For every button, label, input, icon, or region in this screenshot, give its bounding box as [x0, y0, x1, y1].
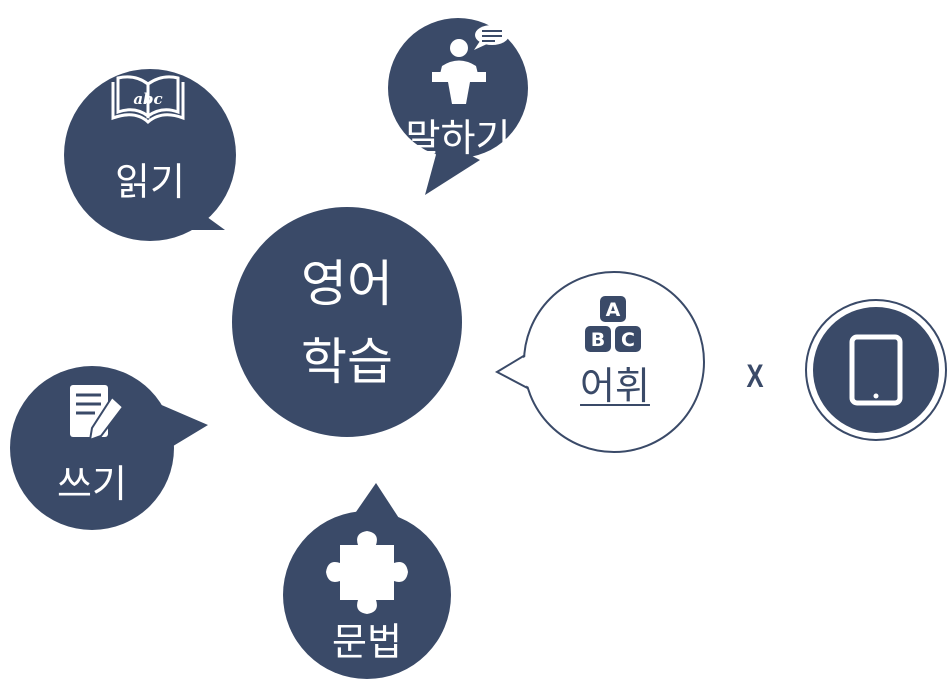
multiply-operator: X [746, 358, 764, 394]
speaking-label: 말하기 [405, 116, 511, 160]
speech-lines-icon [482, 30, 502, 42]
reading-bubble [64, 69, 236, 241]
writing-label: 쓰기 [57, 462, 127, 506]
book-abc-text: abc [133, 90, 162, 108]
vocabulary-bubble [494, 271, 705, 453]
tablet-icon [849, 334, 903, 406]
block-a: A [606, 299, 621, 321]
book-abc-icon [111, 75, 185, 125]
tablet-circle [805, 299, 947, 441]
document-pen-icon [70, 385, 125, 442]
abc-blocks-icon [585, 296, 641, 352]
block-c: C [621, 329, 635, 351]
reading-label: 읽기 [115, 160, 185, 204]
center-circle [232, 207, 462, 437]
block-b: B [591, 329, 605, 351]
center-title-line2: 학습 [301, 333, 393, 391]
center-title-line1: 영어 [301, 255, 393, 313]
grammar-label: 문법 [332, 620, 402, 664]
puzzle-piece-icon [326, 531, 408, 614]
vocabulary-label: 어휘 [580, 364, 650, 408]
writing-bubble [10, 366, 208, 530]
